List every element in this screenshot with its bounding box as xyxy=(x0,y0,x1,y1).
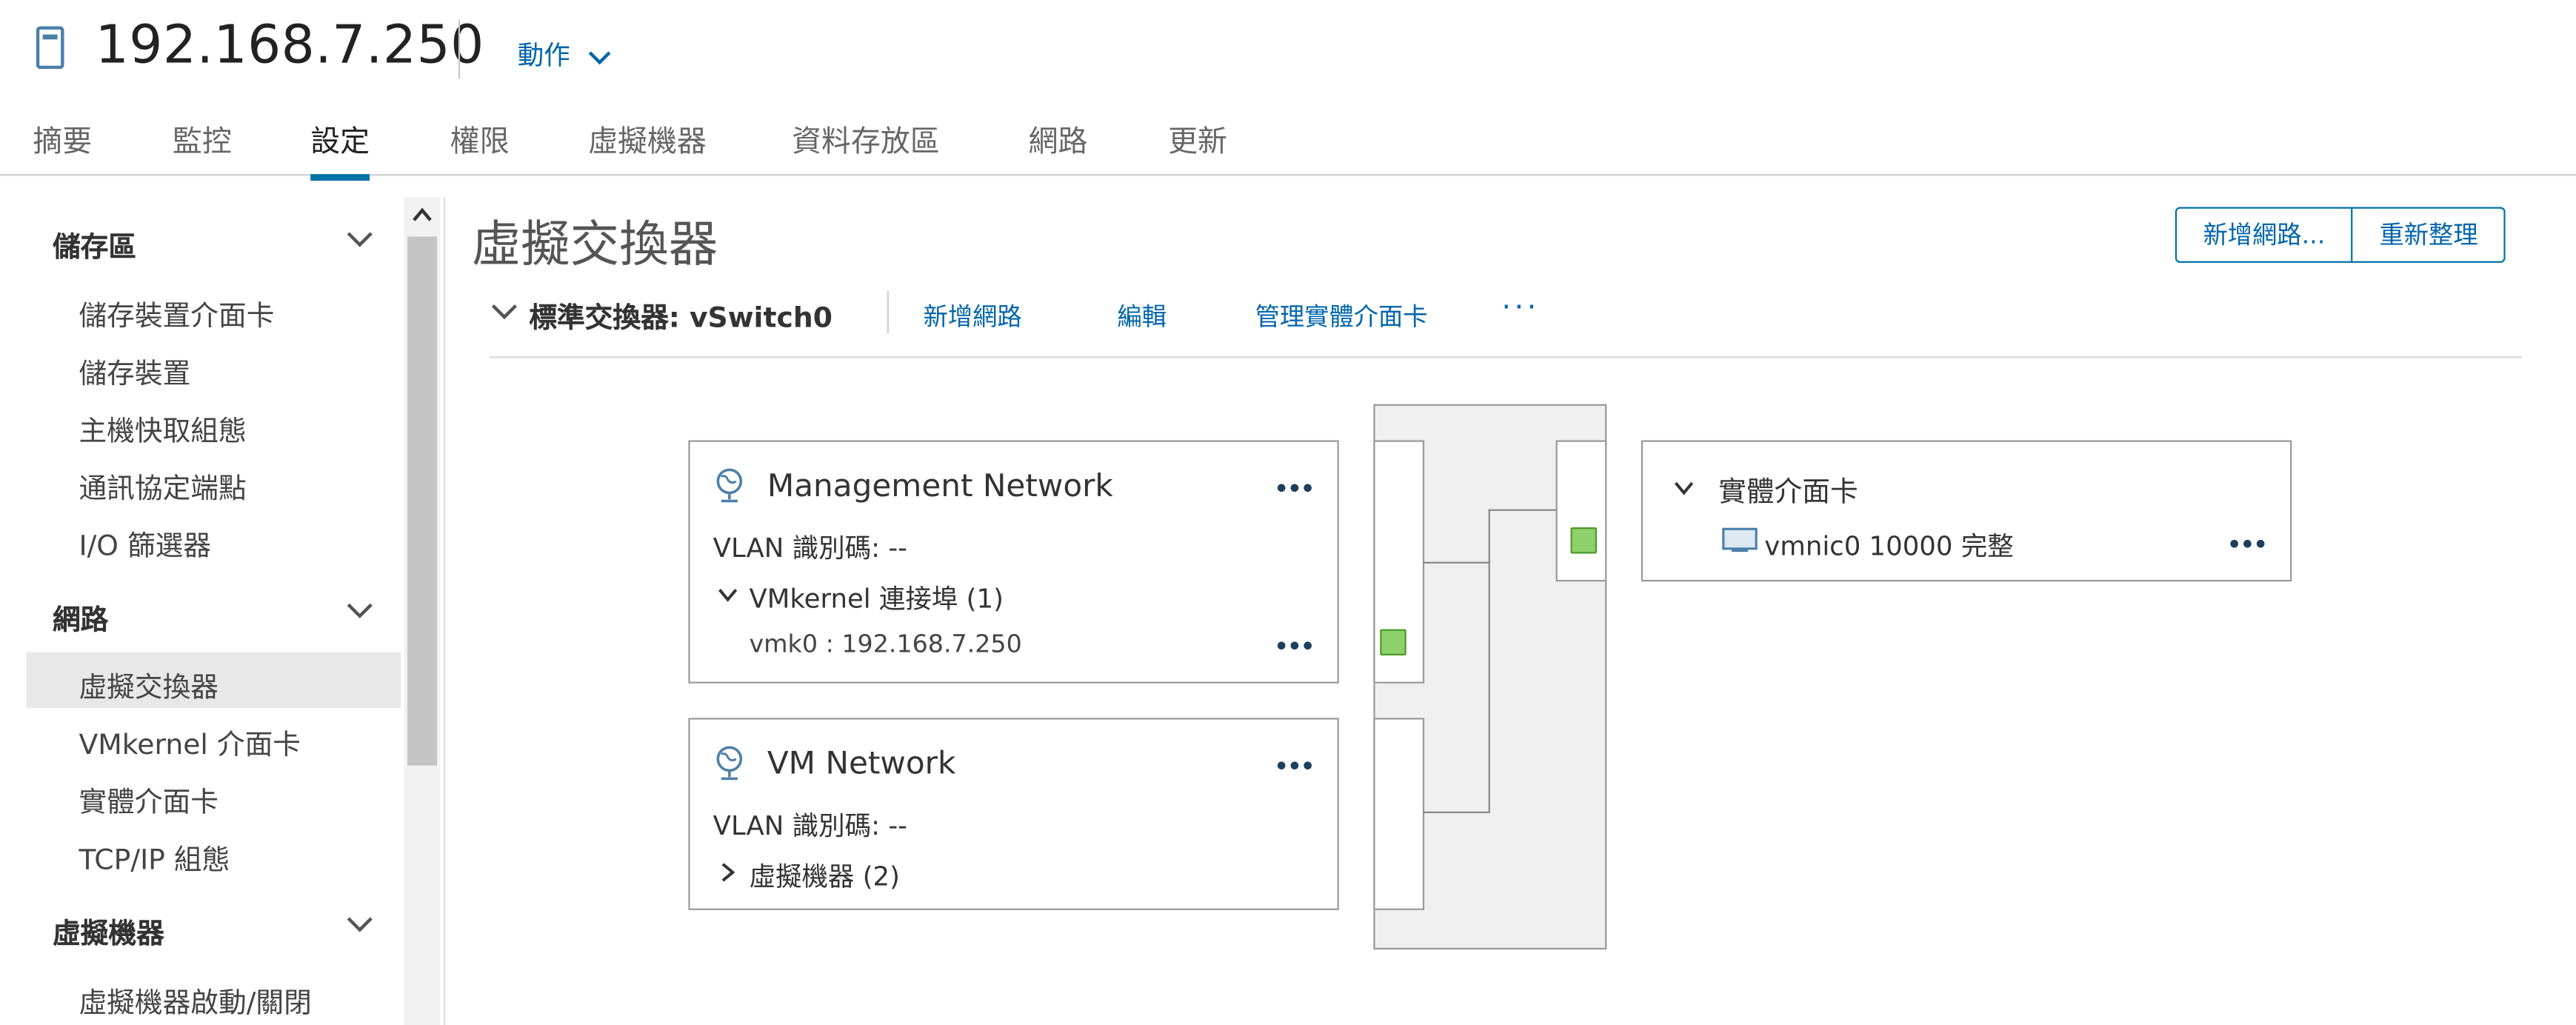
vlan-id-text: VLAN 識別碼: -- xyxy=(713,532,907,564)
tab-vms[interactable]: 虛擬機器 xyxy=(588,124,707,160)
wire xyxy=(1488,509,1556,511)
edit-link[interactable]: 編輯 xyxy=(1117,302,1167,333)
physical-adapters-card: 實體介面卡 vmnic0 10000 完整 xyxy=(1641,440,2292,582)
tab-updates[interactable]: 更新 xyxy=(1168,124,1227,160)
vmk0-port: vmk0 : 192.168.7.250 xyxy=(749,629,1022,659)
chevron-down-icon xyxy=(588,50,611,64)
portgroup-name: VM Network xyxy=(767,746,956,782)
sidebar-item-physical-adapters[interactable]: 實體介面卡 xyxy=(79,787,219,820)
vmkernel-ports-section[interactable]: VMkernel 連接埠 (1) xyxy=(749,583,1004,615)
chevron-down-icon[interactable] xyxy=(345,601,375,621)
more-dots-icon[interactable] xyxy=(1275,481,1314,495)
wire xyxy=(1488,509,1490,813)
page-title: 虛擬交換器 xyxy=(471,216,718,275)
more-dots-icon[interactable] xyxy=(1275,759,1314,772)
chevron-down-icon[interactable] xyxy=(716,585,739,605)
network-globe-icon xyxy=(716,468,743,503)
switch-toolbar: 標準交換器: vSwitch0 新增網路 編輯 管理實體介面卡 ··· xyxy=(489,287,2522,358)
manage-physical-adapters-link[interactable]: 管理實體介面卡 xyxy=(1255,302,1428,333)
more-actions-button[interactable]: ··· xyxy=(1501,290,1540,326)
sidebar-item-tcpip[interactable]: TCP/IP 組態 xyxy=(79,844,230,878)
refresh-button[interactable]: 重新整理 xyxy=(2351,208,2504,261)
tab-configure[interactable]: 設定 xyxy=(310,118,370,181)
scroll-up-icon[interactable] xyxy=(411,204,434,227)
switch-port-right xyxy=(1555,440,1607,582)
tab-monitor[interactable]: 監控 xyxy=(172,124,232,160)
tab-networks[interactable]: 網路 xyxy=(1028,124,1088,160)
vmnic0-item: vmnic0 10000 完整 xyxy=(1764,530,2014,562)
network-globe-icon xyxy=(716,746,743,781)
portgroup-card-management: Management Network VLAN 識別碼: -- VMkernel… xyxy=(688,440,1339,684)
config-sidebar: 儲存區 儲存裝置介面卡 儲存裝置 主機快取組態 通訊協定端點 I/O 篩選器 網… xyxy=(0,197,446,1025)
sidebar-group-networking[interactable]: 網路 xyxy=(52,604,109,638)
toolbar-divider xyxy=(887,290,889,334)
selected-item-highlight xyxy=(26,652,401,709)
portgroup-card-vm-network: VM Network VLAN 識別碼: -- 虛擬機器 (2) xyxy=(688,718,1339,910)
sidebar-item-storage-adapters[interactable]: 儲存裝置介面卡 xyxy=(79,300,275,334)
virtual-machines-section[interactable]: 虛擬機器 (2) xyxy=(749,861,901,892)
sidebar-item-io-filters[interactable]: I/O 篩選器 xyxy=(79,530,212,564)
add-networking-button[interactable]: 新增網路... xyxy=(2203,220,2326,250)
more-dots-icon[interactable] xyxy=(2228,537,2267,550)
scroll-thumb[interactable] xyxy=(407,236,438,766)
actions-label: 動作 xyxy=(517,39,570,71)
wire xyxy=(1422,811,1490,813)
sidebar-group-vms[interactable]: 虛擬機器 xyxy=(52,918,164,952)
chevron-right-icon[interactable] xyxy=(716,863,739,883)
add-network-link[interactable]: 新增網路 xyxy=(923,302,1022,333)
sidebar-scrollbar[interactable] xyxy=(404,197,441,1025)
host-title: 192.168.7.250 xyxy=(95,13,484,76)
main-button-group: 新增網路... 重新整理 xyxy=(2175,207,2506,263)
more-dots-icon[interactable] xyxy=(1275,639,1314,652)
tab-permissions[interactable]: 權限 xyxy=(450,124,510,160)
vlan-id-text: VLAN 識別碼: -- xyxy=(713,809,907,841)
port-status-icon xyxy=(1380,629,1407,656)
sidebar-item-vmkernel-adapters[interactable]: VMkernel 介面卡 xyxy=(79,729,301,763)
sidebar-item-virtual-switches[interactable]: 虛擬交換器 xyxy=(79,672,219,705)
actions-menu-button[interactable]: 動作 xyxy=(518,33,612,72)
host-server-icon xyxy=(36,26,64,70)
chevron-down-icon[interactable] xyxy=(345,915,375,935)
tab-datastores[interactable]: 資料存放區 xyxy=(792,124,940,160)
physical-adapters-title: 實體介面卡 xyxy=(1718,476,1858,510)
sidebar-item-vm-startup[interactable]: 虛擬機器啟動/關閉 xyxy=(79,987,312,1021)
sidebar-item-protocol-endpoints[interactable]: 通訊協定端點 xyxy=(79,473,247,507)
sidebar-item-host-cache[interactable]: 主機快取組態 xyxy=(79,415,247,449)
nic-icon xyxy=(1722,527,1758,552)
wire xyxy=(1422,561,1490,564)
switch-title: 標準交換器: vSwitch0 xyxy=(529,302,832,335)
chevron-down-icon[interactable] xyxy=(345,230,375,250)
sidebar-item-storage-devices[interactable]: 儲存裝置 xyxy=(79,358,191,391)
sidebar-group-storage[interactable]: 儲存區 xyxy=(52,231,137,265)
tab-bar: 摘要 監控 設定 權限 虛擬機器 資料存放區 網路 更新 xyxy=(0,112,2576,181)
page-header: 192.168.7.250 動作 xyxy=(0,0,2576,99)
switch-port-left-bottom xyxy=(1373,718,1425,910)
chevron-down-icon[interactable] xyxy=(1672,478,1695,498)
chevron-down-icon[interactable] xyxy=(490,301,519,324)
uplink-status-icon xyxy=(1570,527,1598,554)
portgroup-name: Management Network xyxy=(767,468,1113,504)
header-divider xyxy=(458,19,461,79)
tab-summary[interactable]: 摘要 xyxy=(33,124,93,160)
